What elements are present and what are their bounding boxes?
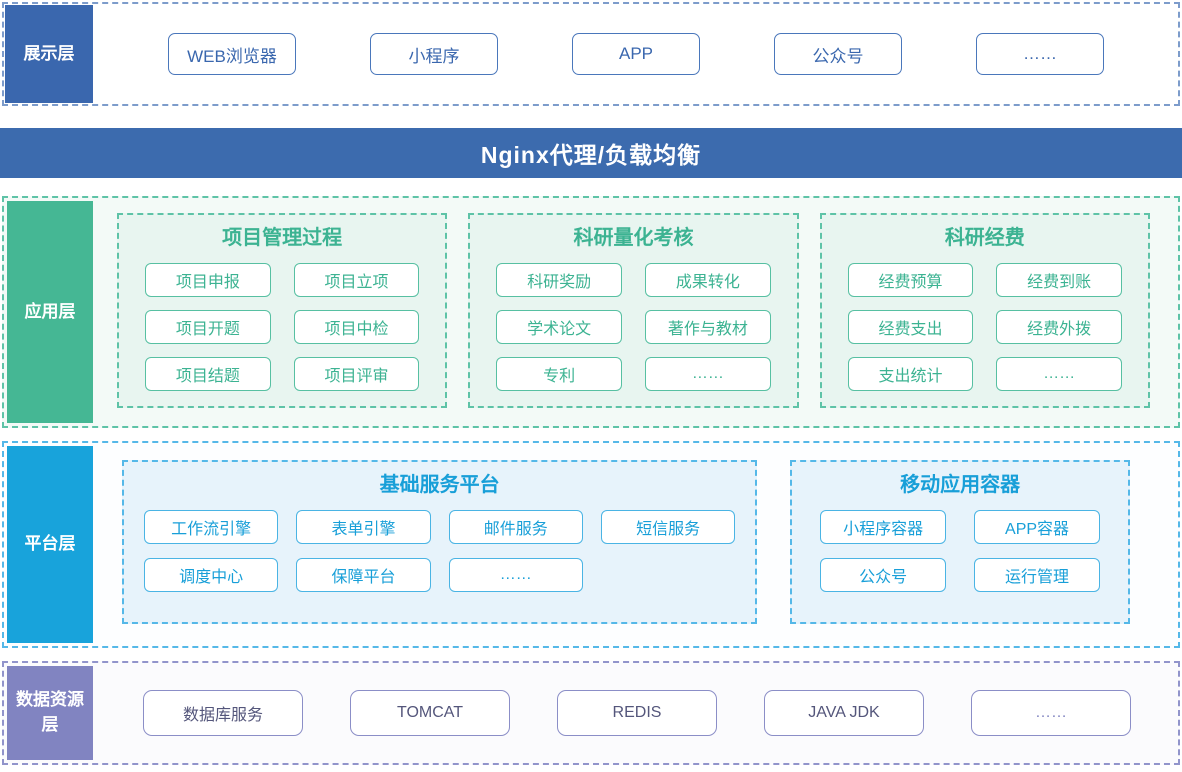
panel-research-assessment: 科研量化考核 科研奖励 成果转化 学术论文 著作与教材 专利 ……: [468, 213, 799, 408]
item-box: 项目评审: [293, 357, 420, 391]
item-box: ……: [448, 558, 583, 592]
application-layer-panels: 项目管理过程 项目申报 项目立项 项目开题 项目中检 项目结题 项目评审 科研量…: [96, 198, 1178, 426]
panel-title: 基础服务平台: [379, 474, 500, 496]
panel-project-management: 项目管理过程 项目申报 项目立项 项目开题 项目中检 项目结题 项目评审: [117, 213, 448, 408]
panel-basic-services: 基础服务平台 工作流引擎 表单引擎 邮件服务 短信服务 调度中心 保障平台 ……: [122, 460, 758, 624]
item-box: 数据库服务: [143, 690, 303, 736]
item-box: ……: [976, 33, 1104, 75]
panel-grid: 小程序容器 APP容器 公众号 运行管理: [820, 510, 1100, 592]
panel-title: 科研量化考核: [573, 227, 694, 249]
item-box: 支出统计: [847, 357, 974, 391]
item-box: 工作流引擎: [144, 510, 279, 544]
item-box: 小程序: [370, 33, 498, 75]
item-box: 保障平台: [296, 558, 431, 592]
nginx-banner: Nginx代理/负载均衡: [0, 128, 1182, 178]
presentation-layer-row: 展示层 WEB浏览器 小程序 APP 公众号 ……: [2, 2, 1180, 106]
item-box: 经费到账: [996, 263, 1122, 297]
item-box: 项目申报: [145, 263, 271, 297]
item-box: 经费支出: [847, 310, 974, 344]
item-box: 短信服务: [600, 510, 736, 544]
panel-title: 移动应用容器: [900, 474, 1021, 496]
presentation-layer-items: WEB浏览器 小程序 APP 公众号 ……: [94, 4, 1178, 104]
item-box: TOMCAT: [350, 690, 510, 736]
item-box: 邮件服务: [448, 510, 583, 544]
application-layer-label: 应用层: [7, 201, 93, 423]
panel-grid: 经费预算 经费到账 经费支出 经费外拨 支出统计 ……: [847, 263, 1122, 391]
panel-title: 项目管理过程: [222, 227, 343, 249]
item-box: 经费预算: [847, 263, 974, 297]
platform-layer-panels: 基础服务平台 工作流引擎 表单引擎 邮件服务 短信服务 调度中心 保障平台 ………: [96, 443, 1178, 646]
item-box: 公众号: [820, 558, 947, 592]
panel-grid: 项目申报 项目立项 项目开题 项目中检 项目结题 项目评审: [145, 263, 420, 391]
item-box: 小程序容器: [820, 510, 947, 544]
item-box: 经费外拨: [996, 310, 1122, 344]
item-box: 科研奖励: [496, 263, 622, 297]
item-box: REDIS: [557, 690, 717, 736]
item-box: 项目开题: [145, 310, 271, 344]
item-box: 学术论文: [496, 310, 622, 344]
data-resource-layer-items: 数据库服务 TOMCAT REDIS JAVA JDK ……: [96, 663, 1178, 763]
platform-layer-row: 平台层 基础服务平台 工作流引擎 表单引擎 邮件服务 短信服务 调度中心 保障平…: [2, 441, 1180, 648]
panel-title: 科研经费: [944, 227, 1025, 249]
item-box: 项目立项: [293, 263, 420, 297]
item-box: JAVA JDK: [764, 690, 924, 736]
item-box: WEB浏览器: [168, 33, 296, 75]
item-box: 调度中心: [144, 558, 279, 592]
item-box: ……: [971, 690, 1131, 736]
panel-grid: 科研奖励 成果转化 学术论文 著作与教材 专利 ……: [496, 263, 771, 391]
data-resource-layer-label: 数据资源层: [7, 666, 93, 760]
item-box: 专利: [496, 357, 622, 391]
item-box: 表单引擎: [296, 510, 431, 544]
panel-grid: 工作流引擎 表单引擎 邮件服务 短信服务 调度中心 保障平台 ……: [144, 510, 736, 592]
item-box: 运行管理: [974, 558, 1100, 592]
item-box: ……: [644, 357, 771, 391]
item-box: ……: [996, 357, 1122, 391]
item-box: 项目结题: [145, 357, 271, 391]
presentation-layer-label: 展示层: [5, 5, 93, 103]
item-box: APP: [572, 33, 700, 75]
item-box: 著作与教材: [644, 310, 771, 344]
item-box: 公众号: [774, 33, 902, 75]
item-box: 成果转化: [644, 263, 771, 297]
panel-research-funding: 科研经费 经费预算 经费到账 经费支出 经费外拨 支出统计 ……: [819, 213, 1150, 408]
platform-layer-label: 平台层: [7, 446, 93, 643]
panel-mobile-container: 移动应用容器 小程序容器 APP容器 公众号 运行管理: [790, 460, 1130, 624]
data-resource-layer-row: 数据资源层 数据库服务 TOMCAT REDIS JAVA JDK ……: [2, 661, 1180, 765]
item-box: 项目中检: [293, 310, 420, 344]
item-box: APP容器: [974, 510, 1100, 544]
application-layer-row: 应用层 项目管理过程 项目申报 项目立项 项目开题 项目中检 项目结题 项目评审…: [2, 196, 1180, 428]
